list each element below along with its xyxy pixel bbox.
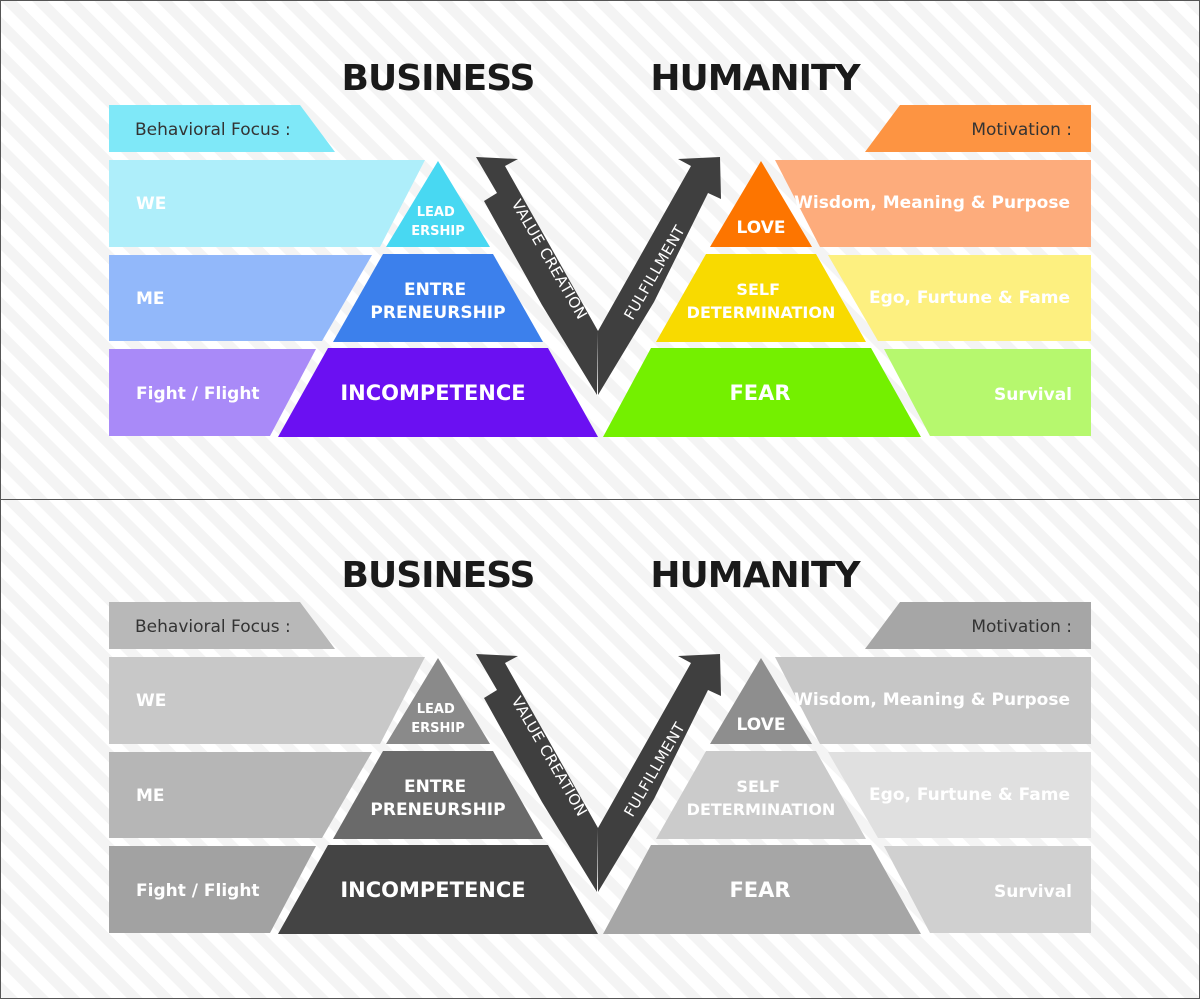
color-panel: BUSINESS HUMANITY Behavioral Focus : Mot…: [109, 58, 1091, 437]
behavioral-focus-banner: [109, 105, 335, 152]
fight-flight-row: [109, 349, 316, 436]
fear-tier: [603, 348, 921, 437]
leadership-tier-gray: [386, 658, 490, 744]
love-tier: [710, 161, 812, 247]
humanity-title-gray: HUMANITY: [650, 555, 861, 596]
self-determination-tier-gray: [656, 751, 866, 839]
me-row-label-gray: ME: [136, 786, 165, 806]
humanity-title: HUMANITY: [650, 58, 861, 99]
love-label-gray: LOVE: [737, 715, 786, 735]
fight-flight-row-label-gray: Fight / Flight: [136, 881, 260, 901]
wisdom-row: [775, 160, 1091, 247]
value-creation-arrow-gray: [476, 654, 598, 892]
self-determination-label: SELF DETERMINATION: [687, 280, 836, 322]
ego-row-label-gray: Ego, Furtune & Fame: [869, 785, 1070, 805]
entrepreneurship-label-gray: ENTRE PRENEURSHIP: [370, 777, 505, 820]
ego-row-label: Ego, Furtune & Fame: [869, 288, 1070, 308]
behavioral-focus-banner-gray: [109, 602, 335, 649]
self-determination-label-gray: SELF DETERMINATION: [687, 777, 836, 819]
ego-row-gray: [828, 752, 1091, 838]
incompetence-label-gray: INCOMPETENCE: [340, 878, 525, 902]
fear-tier-gray: [603, 845, 921, 934]
me-row: [109, 255, 372, 341]
incompetence-tier: [278, 348, 598, 437]
wisdom-row-label: Wisdom, Meaning & Purpose: [794, 193, 1070, 213]
fight-flight-row-label: Fight / Flight: [136, 384, 260, 404]
survival-row-label-gray: Survival: [994, 882, 1072, 902]
leadership-label: LEAD ERSHIP: [411, 205, 465, 239]
we-row-label: WE: [136, 194, 166, 214]
incompetence-tier-gray: [278, 845, 598, 934]
wisdom-row-label-gray: Wisdom, Meaning & Purpose: [794, 690, 1070, 710]
value-creation-arrow: [476, 157, 598, 395]
ego-row: [828, 255, 1091, 341]
we-row-gray: [109, 657, 425, 744]
fear-label: FEAR: [729, 381, 790, 405]
survival-row-label: Survival: [994, 385, 1072, 405]
behavioral-focus-label: Behavioral Focus :: [135, 120, 291, 140]
incompetence-label: INCOMPETENCE: [340, 381, 525, 405]
me-row-gray: [109, 752, 372, 838]
entrepreneurship-tier: [333, 254, 543, 342]
entrepreneurship-label: ENTRE PRENEURSHIP: [370, 280, 505, 323]
fight-flight-row-gray: [109, 846, 316, 933]
motivation-banner-gray: [865, 602, 1091, 649]
love-tier-gray: [710, 658, 812, 744]
motivation-banner: [865, 105, 1091, 152]
we-row-label-gray: WE: [136, 691, 166, 711]
behavioral-focus-label-gray: Behavioral Focus :: [135, 617, 291, 637]
we-row: [109, 160, 425, 247]
self-determination-tier: [656, 254, 866, 342]
fulfillment-arrow: [598, 157, 721, 395]
me-row-label: ME: [136, 289, 165, 309]
business-title-gray: BUSINESS: [342, 555, 535, 596]
fulfillment-arrow-gray: [598, 654, 721, 892]
leadership-tier: [386, 161, 490, 247]
survival-row: [884, 349, 1091, 436]
survival-row-gray: [884, 846, 1091, 933]
fear-label-gray: FEAR: [729, 878, 790, 902]
motivation-label-gray: Motivation :: [971, 617, 1072, 637]
business-title: BUSINESS: [342, 58, 535, 99]
wisdom-row-gray: [775, 657, 1091, 744]
love-label: LOVE: [737, 218, 786, 238]
entrepreneurship-tier-gray: [333, 751, 543, 839]
leadership-label-gray: LEAD ERSHIP: [411, 702, 465, 736]
motivation-label: Motivation :: [971, 120, 1072, 140]
